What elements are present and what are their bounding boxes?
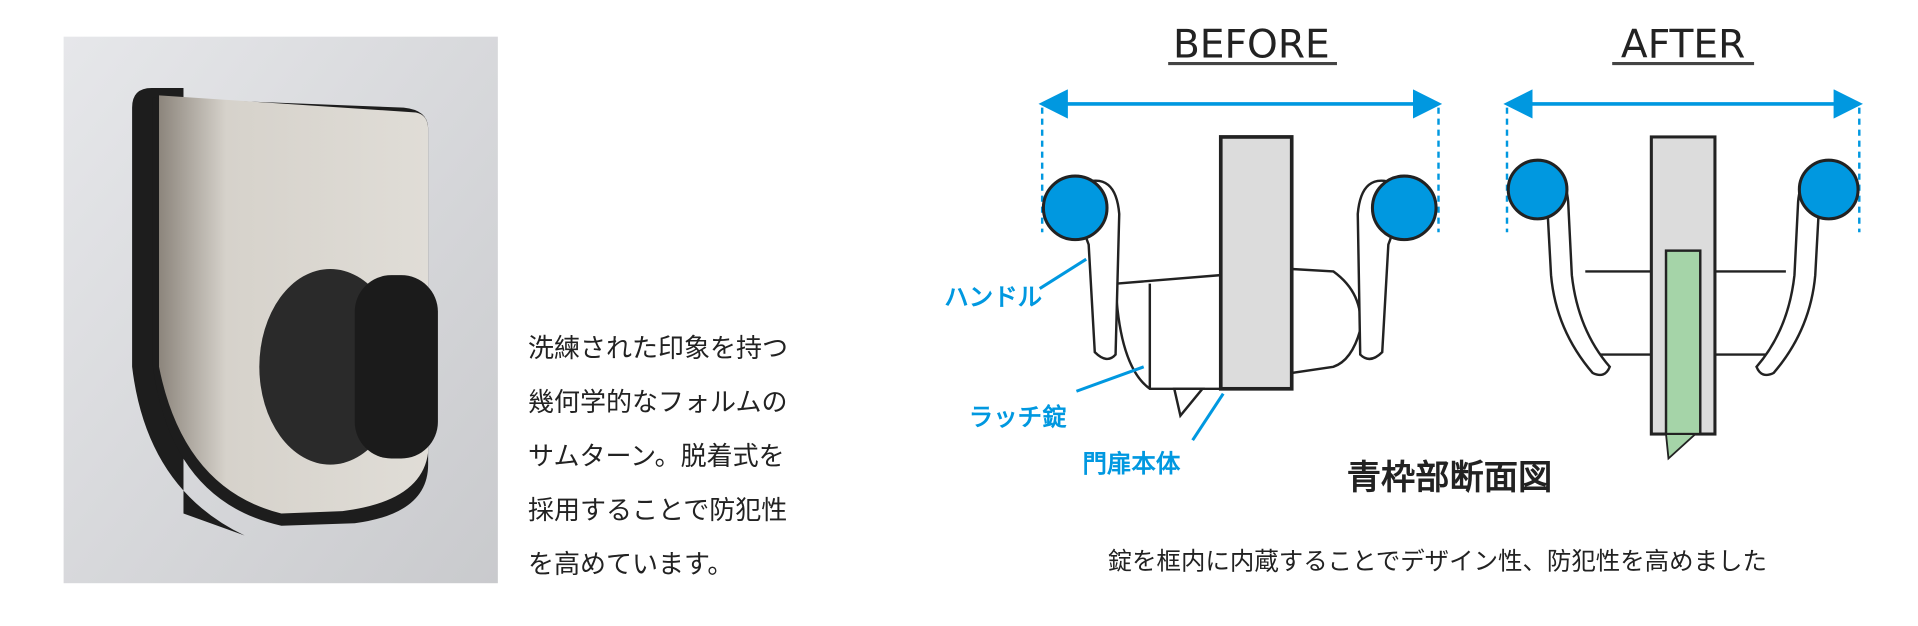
knob-left: [1506, 158, 1569, 221]
label-handle: ハンドル: [944, 283, 1042, 312]
product-description: 洗練された印象を持つ 幾何学的なフォルムの サムターン。脱着式を 採用することで…: [528, 322, 788, 592]
description-line: 採用することで防犯性: [528, 496, 788, 526]
thumb-turn-knob: [354, 275, 438, 459]
knob-right: [1797, 158, 1860, 221]
after-diagram: AFTER: [1503, 22, 1863, 461]
diagram-caption: 錠を框内に内蔵することでデザイン性、防犯性を高めました: [1108, 547, 1767, 576]
label-latch: ラッチ錠: [969, 402, 1067, 431]
product-photo: [63, 36, 498, 584]
knob-right: [1370, 174, 1438, 242]
section-title: 青枠部断面図: [1347, 458, 1552, 498]
description-line: 幾何学的なフォルムの: [528, 388, 788, 418]
description-line: サムターン。脱着式を: [528, 442, 785, 472]
after-title: AFTER: [1621, 22, 1745, 67]
latch-inside: [1664, 249, 1702, 436]
description-line: を高めています。: [528, 550, 734, 580]
description-line: 洗練された印象を持つ: [528, 334, 789, 364]
before-diagram: BEFORE ハンドル ラッチ錠 門扉本体: [944, 22, 1443, 478]
label-door: 門扉本体: [1083, 449, 1181, 478]
knob-left: [1041, 174, 1109, 242]
door-section: [1218, 135, 1294, 391]
before-title: BEFORE: [1173, 22, 1330, 67]
